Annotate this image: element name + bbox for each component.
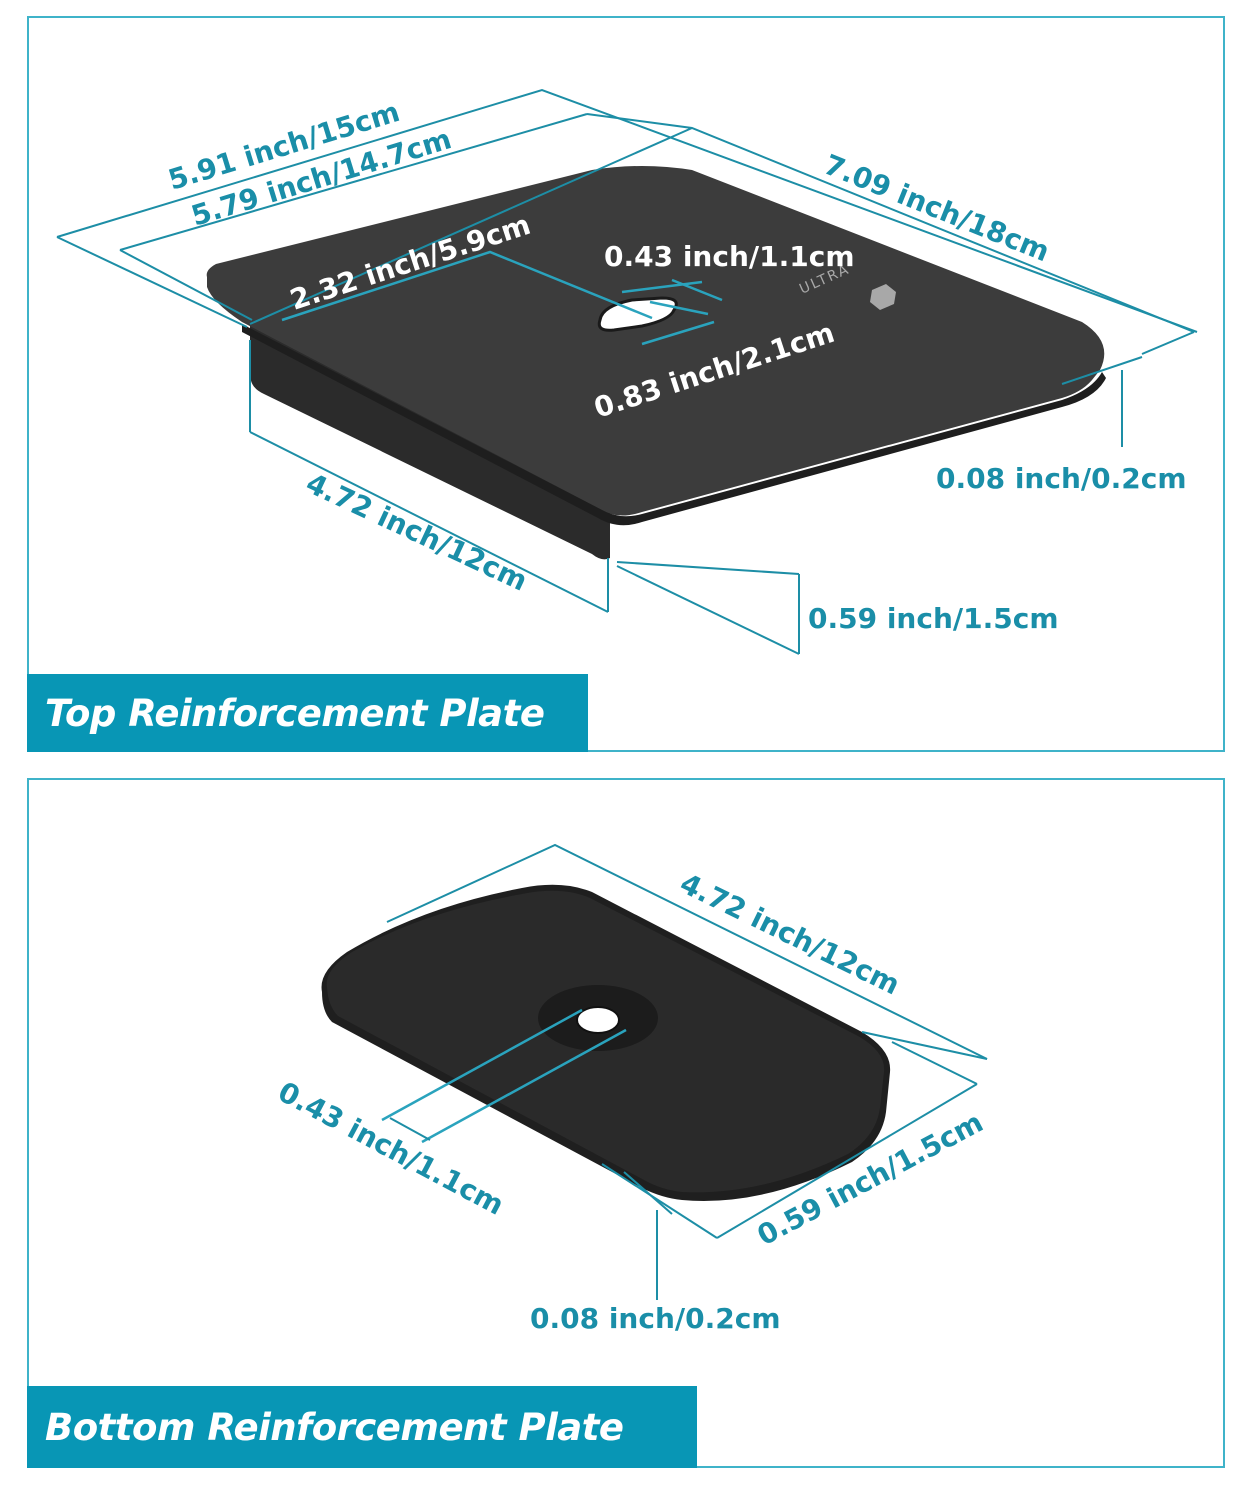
- bottom-plate-drawing: 4.72 inch/12cm 0.59 inch/1.5cm 0.43 inch…: [273, 843, 988, 1335]
- bottom-plate-panel: 4.72 inch/12cm 0.59 inch/1.5cm 0.43 inch…: [27, 778, 1225, 1468]
- top-plate-panel: ULTRA 5.91 inch/15cm 5.79 inch/14.7cm: [27, 16, 1225, 752]
- dim-flange-height: 0.59 inch/1.5cm: [808, 602, 1059, 635]
- dim-thickness: 0.08 inch/0.2cm: [936, 462, 1187, 495]
- dim-bottom-thickness: 0.08 inch/0.2cm: [530, 1302, 781, 1335]
- bottom-plate-title: Bottom Reinforcement Plate: [27, 1386, 697, 1468]
- bottom-plate-hole: [576, 1006, 620, 1034]
- top-plate-title: Top Reinforcement Plate: [27, 674, 588, 752]
- dim-slot-width: 0.43 inch/1.1cm: [604, 240, 855, 273]
- top-plate-drawing: ULTRA 5.91 inch/15cm 5.79 inch/14.7cm: [56, 88, 1198, 655]
